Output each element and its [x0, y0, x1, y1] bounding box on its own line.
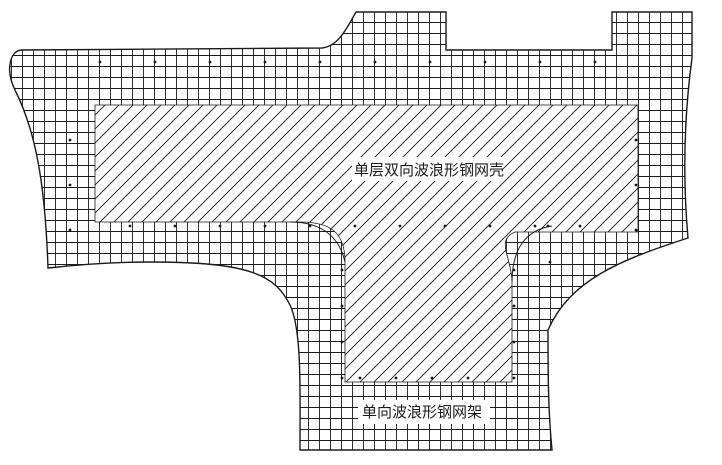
- node-point: [398, 224, 402, 228]
- node-point: [263, 60, 267, 64]
- node-point: [430, 376, 434, 380]
- node-point: [546, 224, 550, 228]
- node-point: [308, 224, 312, 228]
- node-point: [443, 224, 447, 228]
- node-point: [538, 60, 542, 64]
- node-point: [98, 60, 102, 64]
- node-point: [173, 224, 177, 228]
- node-point: [634, 138, 638, 142]
- node-point: [466, 376, 470, 380]
- node-point: [488, 224, 492, 228]
- node-point: [593, 60, 597, 64]
- node-point: [340, 304, 344, 308]
- node-point: [512, 304, 516, 308]
- node-point: [318, 60, 322, 64]
- node-point: [394, 376, 398, 380]
- frame-label: 单向波浪形钢网架: [362, 403, 482, 421]
- node-point: [548, 260, 552, 264]
- node-point: [428, 60, 432, 64]
- node-point: [218, 224, 222, 228]
- support-nodes: [68, 60, 638, 380]
- node-point: [68, 183, 72, 187]
- node-point: [208, 60, 212, 64]
- node-point: [373, 60, 377, 64]
- node-point: [340, 268, 344, 272]
- shell-label: 单层双向波浪形钢网壳: [354, 161, 504, 179]
- node-point: [512, 268, 516, 272]
- node-point: [578, 224, 582, 228]
- node-point: [512, 376, 516, 380]
- node-point: [533, 224, 537, 228]
- node-point: [483, 60, 487, 64]
- node-point: [340, 376, 344, 380]
- node-point: [68, 228, 72, 232]
- node-point: [68, 138, 72, 142]
- frame-label-background: [358, 400, 490, 424]
- node-point: [353, 224, 357, 228]
- node-point: [358, 376, 362, 380]
- node-point: [128, 224, 132, 228]
- node-point: [512, 340, 516, 344]
- node-point: [263, 224, 267, 228]
- node-point: [634, 228, 638, 232]
- node-point: [340, 340, 344, 344]
- shell-label-background: [352, 157, 502, 181]
- inner-cutout-curves: [289, 221, 553, 283]
- node-point: [153, 60, 157, 64]
- node-point: [634, 183, 638, 187]
